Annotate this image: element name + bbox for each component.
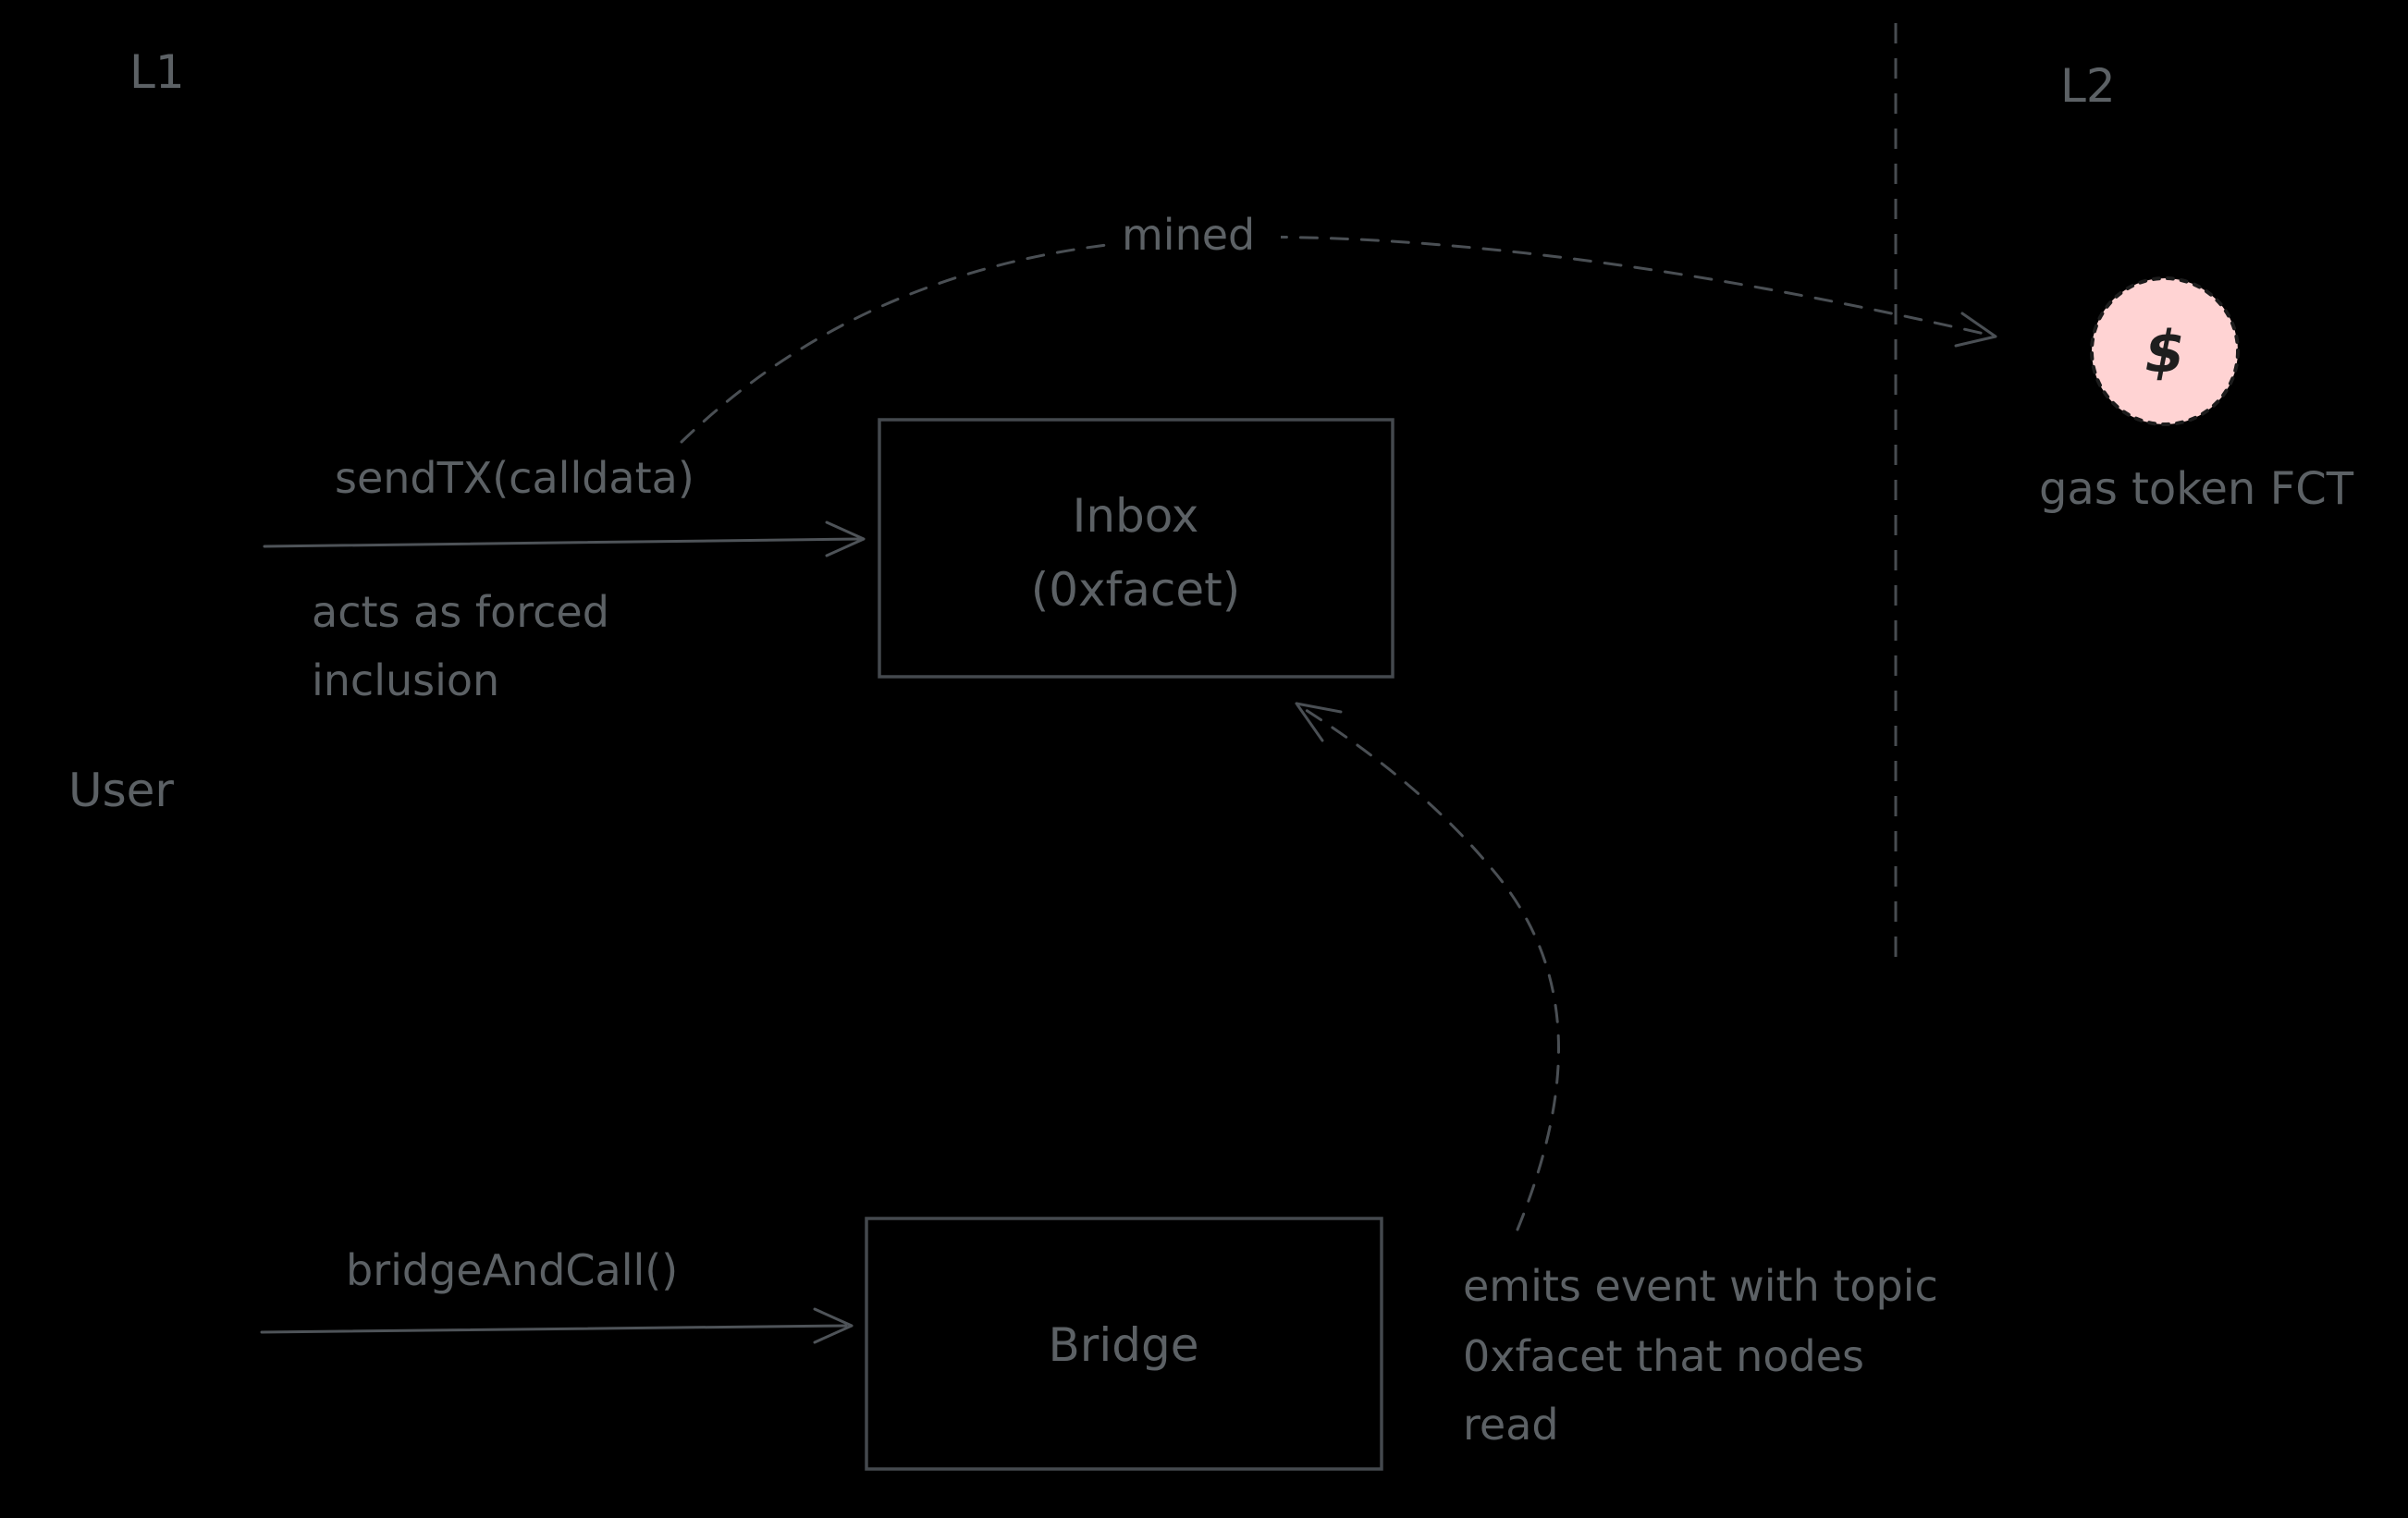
mined-edge-label: mined	[1122, 210, 1255, 260]
inbox-node-title: Inbox	[1073, 489, 1199, 543]
mined-arrowhead	[1954, 312, 1997, 348]
bridgecall-arrowhead	[813, 1307, 854, 1344]
mined-label-mask	[1110, 205, 1281, 257]
emits-arrow-curve	[1298, 704, 1560, 1231]
gas-token-caption: gas token FCT	[2039, 463, 2354, 515]
sendtx-arrow-line	[263, 537, 861, 548]
emits-note-line1: emits event with topic	[1463, 1261, 1938, 1311]
mined-arrow-curve	[680, 235, 1990, 444]
sendtx-note-line2: inclusion	[312, 655, 499, 705]
bridge-node-title: Bridge	[1049, 1318, 1199, 1372]
inbox-node-box	[878, 418, 1394, 679]
l1-region-label: L1	[129, 45, 185, 99]
bridge-node-box	[865, 1217, 1383, 1471]
user-actor-label: User	[68, 764, 174, 817]
bridgecall-edge-label: bridgeAndCall()	[346, 1245, 678, 1295]
l2-region-label: L2	[2060, 59, 2116, 113]
sendtx-edge-label: sendTX(calldata)	[335, 453, 694, 503]
inbox-node-subtitle: (0xfacet)	[1031, 563, 1241, 617]
gas-token-circle	[2090, 276, 2240, 426]
emits-note-line2: 0xfacet that nodes	[1463, 1331, 1864, 1381]
emits-arrowhead	[1295, 702, 1343, 742]
bridgecall-arrow-line	[260, 1324, 848, 1334]
emits-note-line3: read	[1463, 1400, 1559, 1450]
sendtx-note-line1: acts as forced	[312, 587, 609, 637]
dollar-icon: $	[2144, 318, 2184, 386]
sendtx-arrowhead	[825, 520, 866, 557]
